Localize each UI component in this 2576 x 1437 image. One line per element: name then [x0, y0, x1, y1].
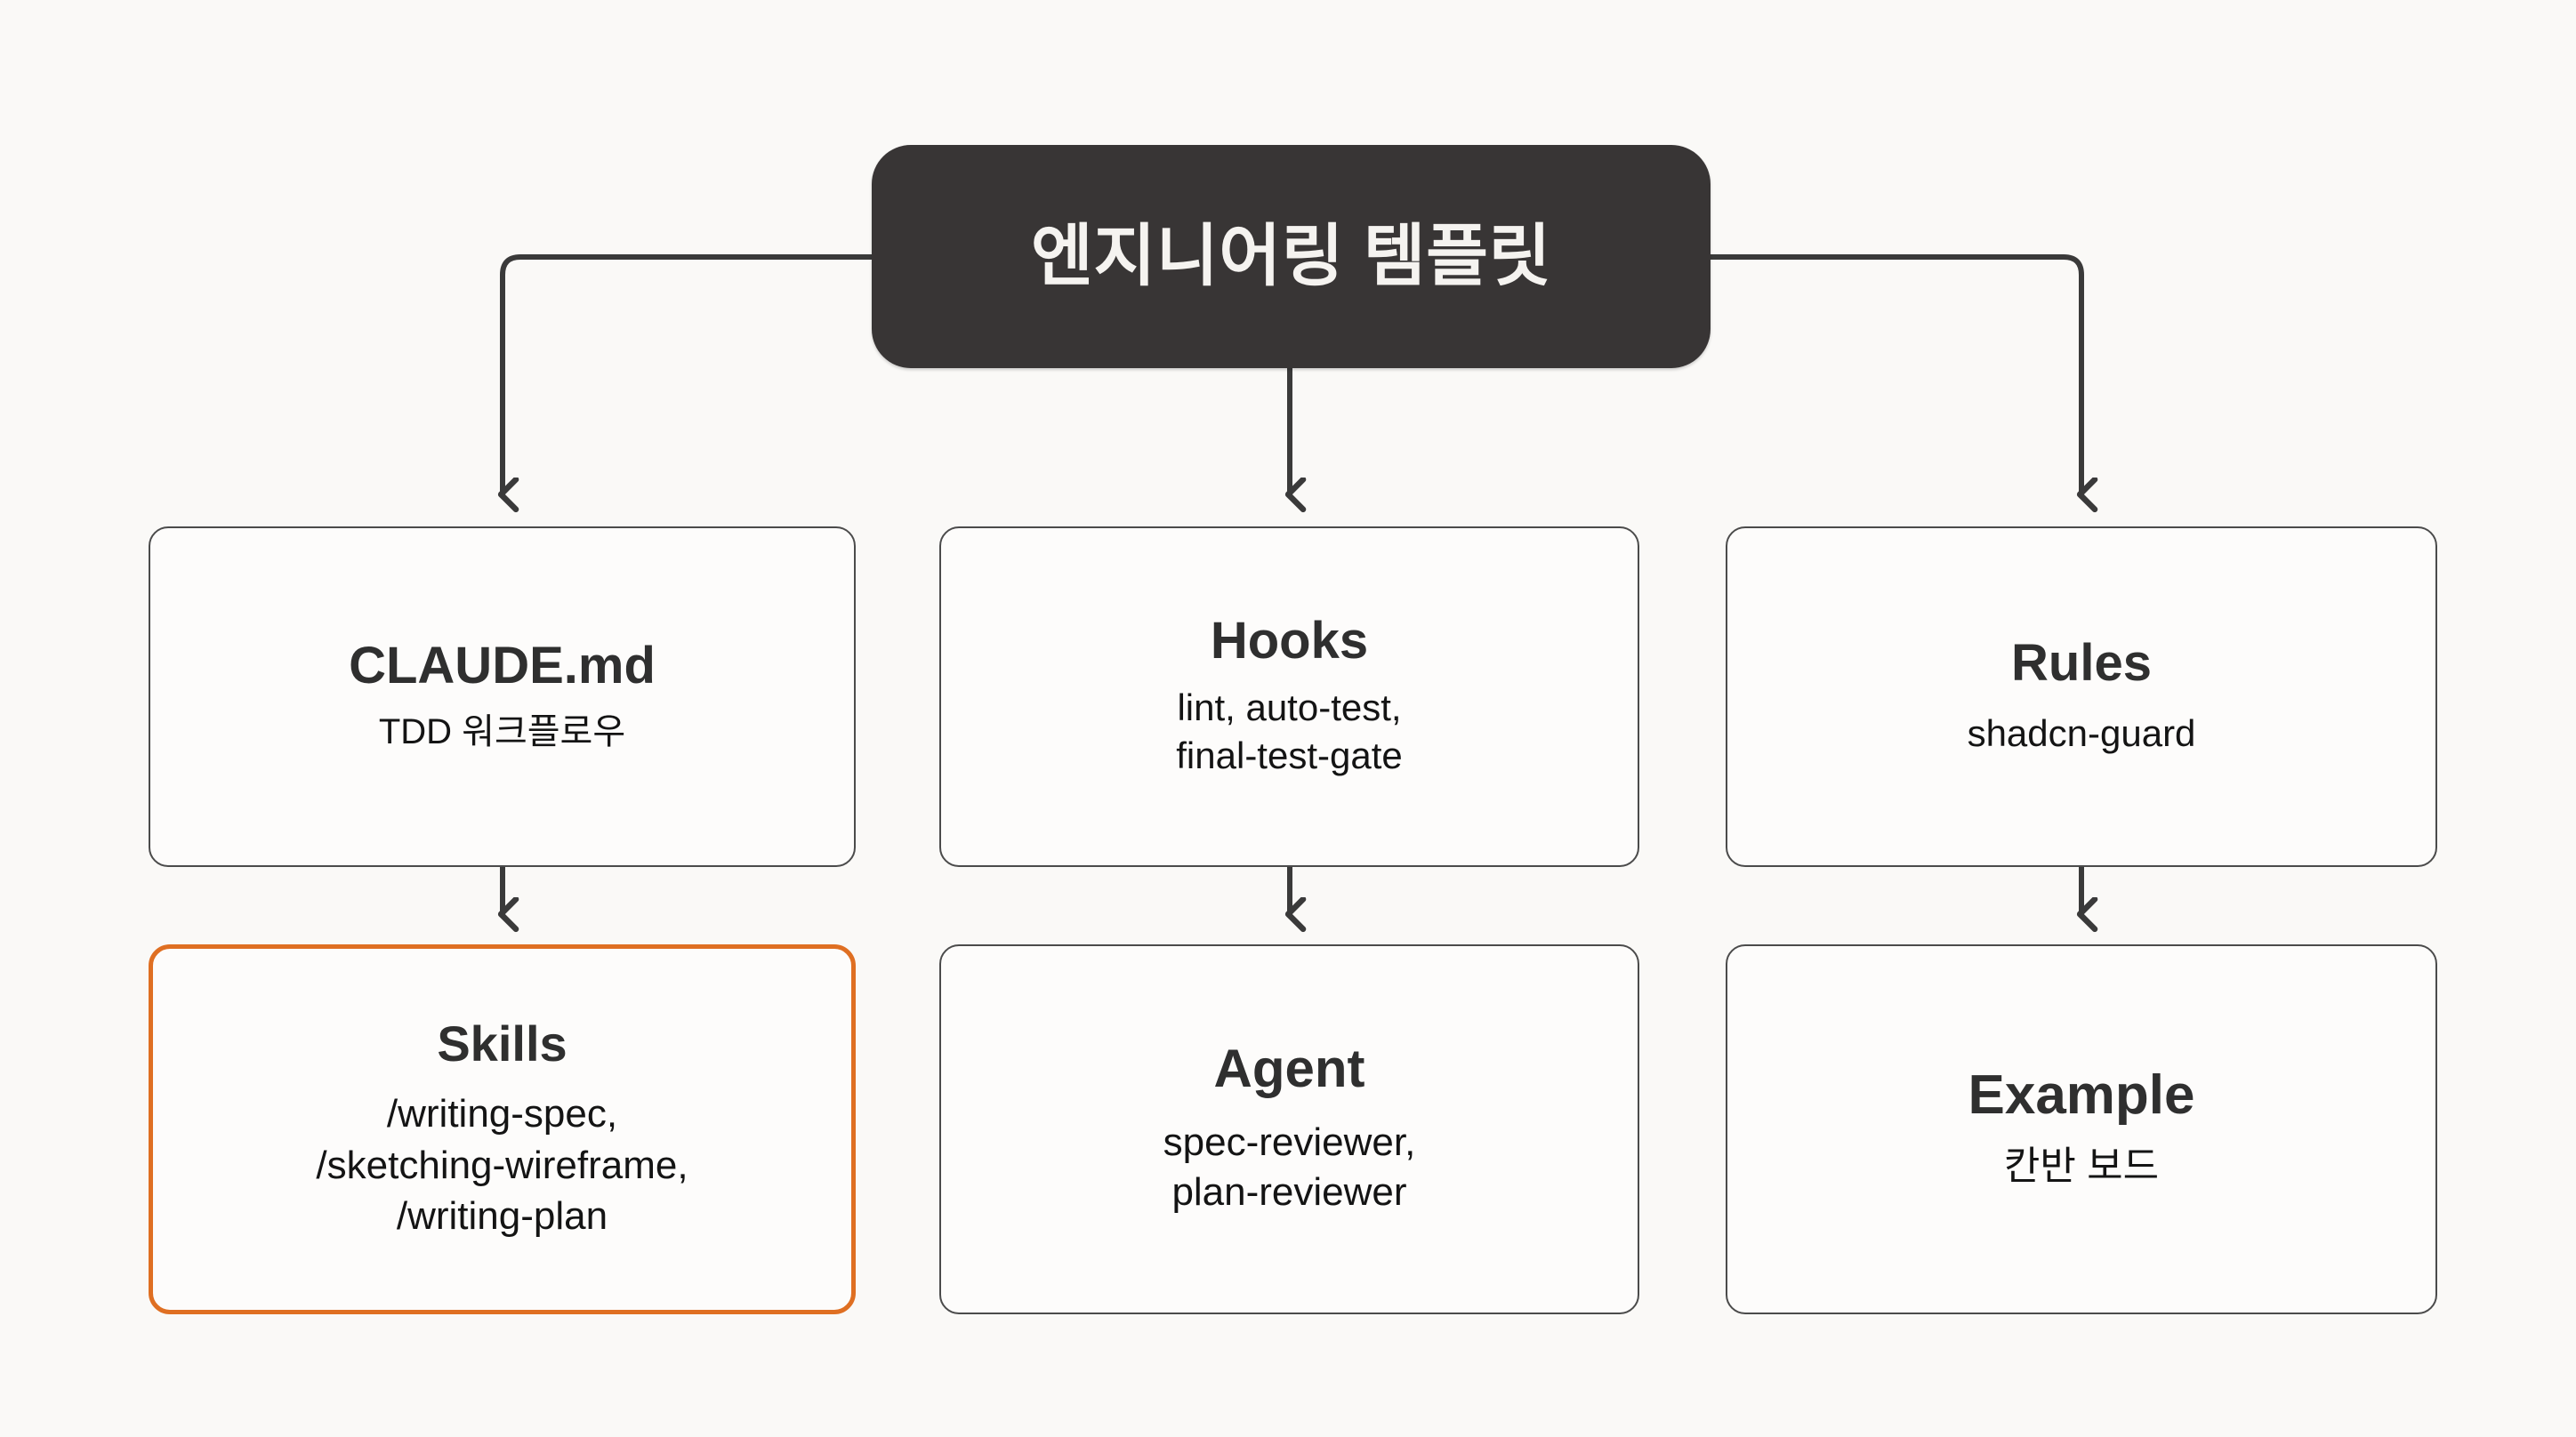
node-card-example[interactable]: Example 칸반 보드 — [1726, 944, 2437, 1314]
node-card-rules[interactable]: Rules shadcn-guard — [1726, 526, 2437, 867]
node-card-hooks[interactable]: Hooks lint, auto-test, final-test-gate — [939, 526, 1639, 867]
root-node-title: 엔지니어링 템플릿 — [1031, 218, 1551, 294]
node-card-claude-md[interactable]: CLAUDE.md TDD 워크플로우 — [149, 526, 856, 867]
node-card-agent[interactable]: Agent spec-reviewer, plan-reviewer — [939, 944, 1639, 1314]
node-title-example: Example — [1968, 1064, 2195, 1127]
node-subtitle-skills: /writing-spec, /sketching-wireframe, /wr… — [316, 1092, 688, 1238]
node-subtitle-example: 칸반 보드 — [2003, 1144, 2160, 1189]
connector-root-to-rules — [1708, 254, 2081, 494]
node-subtitle-claude-md: TDD 워크플로우 — [378, 712, 626, 752]
node-subtitle-rules: shadcn-guard — [1967, 711, 2196, 754]
node-title-hooks: Hooks — [1210, 612, 1369, 670]
node-title-skills: Skills — [437, 1015, 568, 1072]
node-title-rules: Rules — [2011, 634, 2152, 693]
node-card-skills[interactable]: Skills /writing-spec, /sketching-wirefra… — [149, 944, 856, 1314]
node-title-agent: Agent — [1213, 1039, 1365, 1099]
node-subtitle-hooks: lint, auto-test, final-test-gate — [1176, 686, 1403, 776]
node-subtitle-agent: spec-reviewer, plan-reviewer — [1163, 1120, 1416, 1215]
connector-root-to-claude — [503, 254, 874, 494]
node-title-claude-md: CLAUDE.md — [349, 636, 656, 694]
root-node-engineering-template[interactable]: 엔지니어링 템플릿 — [872, 145, 1711, 368]
